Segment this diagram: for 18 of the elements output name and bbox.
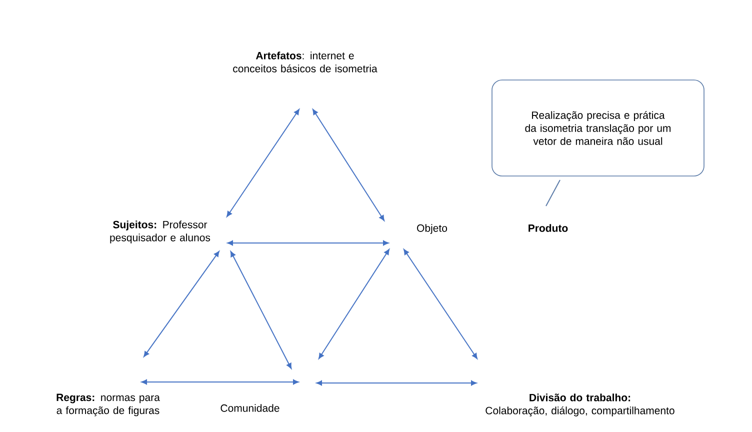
text-label: Objeto: [417, 224, 448, 234]
leader-line: [546, 180, 560, 206]
text-label: Artefatos: internet e conceitos básicos de isometria: [233, 52, 378, 72]
arrow: [226, 109, 300, 217]
arrow: [230, 251, 292, 369]
arrow: [404, 249, 478, 359]
arrow: [144, 251, 220, 358]
text-label: Sujeitos: Professor pesquisador e alunos: [110, 220, 210, 244]
callout-box: Realização precisa e prática da isometria translação por um vetor de maneira não usual: [492, 80, 704, 176]
arrow: [318, 249, 390, 359]
arrow: [316, 380, 477, 386]
text-label: Comunidade: [220, 404, 280, 412]
arrow: [227, 240, 389, 246]
arrow: [141, 379, 299, 385]
text-label: Divisão do trabalho: Colaboração, diálogo, compartilhamento: [486, 394, 674, 416]
arrow: [312, 109, 385, 221]
text-label: Regras: normas para a formação de figuras: [56, 394, 160, 416]
text-label: Produto: [528, 224, 568, 232]
